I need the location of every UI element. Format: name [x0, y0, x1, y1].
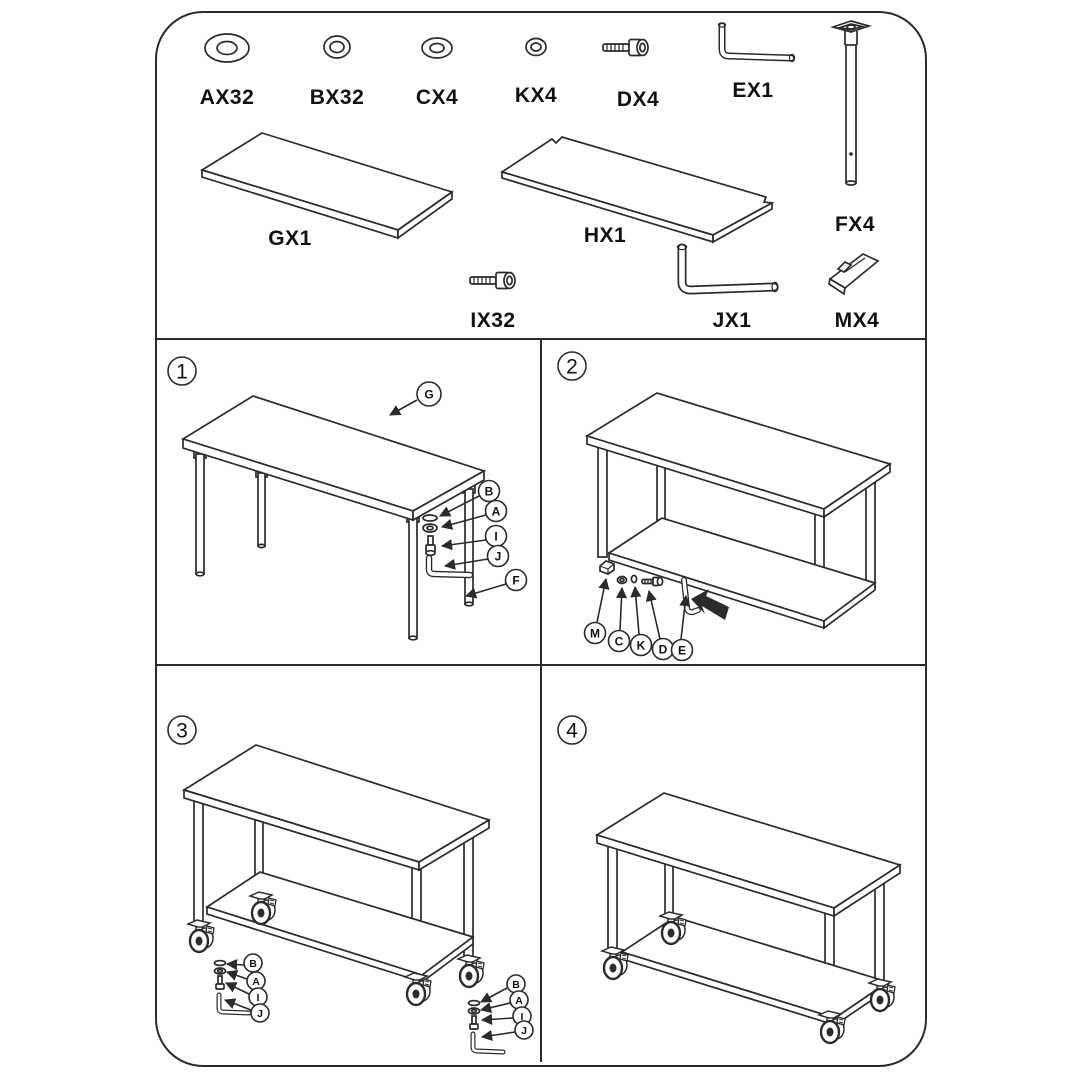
svg-text:J: J — [495, 550, 502, 564]
part-kx4-spring-washer-icon — [525, 37, 547, 57]
svg-text:G: G — [424, 388, 433, 402]
step1-hardware-stack — [422, 514, 474, 579]
step-4-panel: 4 — [557, 715, 902, 1045]
step3-left-callout-i: I — [224, 982, 268, 1007]
svg-text:C: C — [615, 635, 624, 649]
parts-legend: AX32 BX32 CX4 KX4 DX4 — [199, 20, 880, 332]
caster-icon — [456, 953, 486, 989]
part-label-ix32: IX32 — [470, 309, 515, 332]
step1-callout-i: I — [440, 524, 508, 551]
step-4-number-badge: 4 — [557, 715, 587, 745]
svg-text:4: 4 — [566, 720, 578, 743]
part-ex1-allen-key-icon — [717, 22, 796, 63]
part-mx4-bracket-icon — [828, 253, 880, 296]
part-label-bx32: BX32 — [310, 86, 365, 109]
svg-text:1: 1 — [176, 361, 188, 384]
step1-callout-f: F — [464, 568, 528, 599]
part-label-dx4: DX4 — [617, 88, 659, 111]
step3-table-drawing — [181, 744, 492, 1007]
step2-table-drawing — [584, 392, 892, 630]
svg-text:2: 2 — [566, 356, 578, 379]
step1-callout-b: B — [439, 479, 501, 517]
svg-text:A: A — [252, 976, 260, 988]
grid-divider-vertical — [540, 340, 542, 1062]
svg-text:A: A — [492, 505, 501, 519]
step2-callout-k: K — [629, 585, 653, 657]
step4-table-drawing — [594, 792, 902, 1045]
svg-text:K: K — [637, 639, 646, 653]
part-hx1-shelf-panel-icon — [500, 136, 775, 244]
part-ix32-bolt-icon — [469, 271, 516, 290]
svg-text:I: I — [494, 530, 497, 544]
svg-text:I: I — [257, 992, 260, 1004]
svg-text:B: B — [485, 485, 494, 499]
step2-callout-e: E — [670, 594, 694, 662]
outer-border — [155, 11, 927, 1067]
step2-callout-c: C — [607, 586, 631, 653]
part-label-gx1: GX1 — [268, 227, 312, 250]
step2-hardware-row — [599, 560, 701, 616]
step-3-number-badge: 3 — [167, 715, 197, 745]
step3-left-callout-b: B — [225, 953, 263, 973]
step-2-number-badge: 2 — [557, 351, 587, 381]
step1-callout-a: A — [440, 499, 508, 530]
part-label-ax32: AX32 — [200, 86, 255, 109]
step3-right-callout-a: A — [479, 990, 529, 1014]
part-dx4-bolt-icon — [602, 38, 649, 57]
step-3-panel: 3 — [167, 715, 534, 1055]
step2-callout-m: M — [583, 577, 610, 645]
caster-icon — [867, 977, 897, 1013]
svg-text:F: F — [512, 574, 519, 588]
svg-text:J: J — [257, 1008, 263, 1020]
svg-text:E: E — [678, 644, 686, 658]
step3-left-callout-j: J — [223, 998, 270, 1023]
part-gx1-top-panel-icon — [199, 132, 454, 240]
svg-text:A: A — [515, 995, 523, 1007]
step3-right-callout-j: J — [480, 1020, 534, 1042]
part-label-hx1: HX1 — [584, 224, 626, 247]
svg-text:3: 3 — [176, 720, 188, 743]
part-label-cx4: CX4 — [416, 86, 458, 109]
step3-right-callout-i: I — [480, 1006, 532, 1026]
step-2-panel: 2 — [557, 351, 892, 662]
caster-icon — [186, 918, 216, 954]
step1-callout-j: J — [443, 544, 510, 570]
part-fx4-leg-icon — [830, 20, 872, 186]
step3-hardware-stack-right — [467, 999, 506, 1055]
part-label-mx4: MX4 — [835, 309, 880, 332]
part-bx32-spring-washer-icon — [323, 35, 351, 59]
part-label-jx1: JX1 — [713, 309, 752, 332]
svg-text:M: M — [590, 627, 600, 641]
svg-text:B: B — [512, 979, 520, 991]
part-label-fx4: FX4 — [835, 213, 875, 236]
svg-text:D: D — [659, 643, 668, 657]
svg-text:I: I — [521, 1011, 524, 1023]
part-cx4-flat-washer-icon — [421, 37, 453, 59]
part-ax32-flat-washer-icon — [204, 33, 250, 63]
svg-text:B: B — [249, 958, 257, 970]
step1-callout-g: G — [389, 381, 442, 416]
step2-direction-arrow — [691, 589, 729, 620]
part-label-ex1: EX1 — [732, 79, 773, 102]
part-label-kx4: KX4 — [515, 84, 557, 107]
svg-text:J: J — [521, 1025, 527, 1037]
grid-divider-horizontal-1 — [157, 338, 925, 340]
step1-table-drawing — [180, 395, 487, 641]
step-1-panel: 1 — [167, 356, 528, 641]
part-jx1-lbar-icon — [676, 243, 779, 295]
step-1-number-badge: 1 — [167, 356, 197, 386]
step3-hardware-stack-left — [213, 959, 252, 1016]
step2-callout-d: D — [645, 589, 675, 661]
